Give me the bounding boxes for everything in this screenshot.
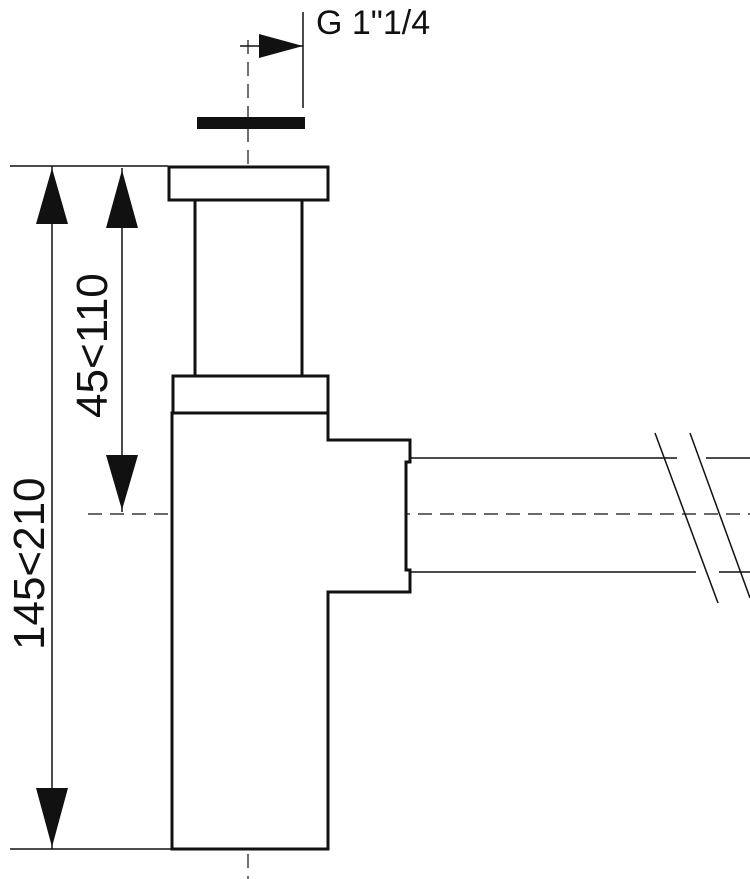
- top-cap: [167, 165, 330, 202]
- thread-label: G 1"1/4: [316, 4, 430, 42]
- total-height-arrow-top: [36, 168, 68, 224]
- upper-height-dimension: 45<110: [68, 168, 138, 512]
- pipe-break-line-right: [689, 432, 750, 599]
- total-height-arrow-bottom: [36, 788, 68, 847]
- total-height-dimension: 145<210: [5, 166, 68, 849]
- pipe-break-line-left: [654, 432, 719, 604]
- upper-height-label: 45<110: [68, 273, 117, 418]
- thread-arrowhead: [259, 34, 303, 58]
- siphon-body: [170, 411, 412, 851]
- outlet-pipe: [410, 432, 750, 604]
- inner-tube: [193, 198, 304, 378]
- total-height-label: 145<210: [5, 477, 54, 650]
- upper-height-arrow-top: [106, 170, 138, 228]
- upper-height-arrow-bottom: [106, 455, 138, 510]
- thread-dimension: G 1"1/4: [240, 4, 430, 108]
- waste-plate: [197, 117, 305, 129]
- collar: [171, 374, 330, 415]
